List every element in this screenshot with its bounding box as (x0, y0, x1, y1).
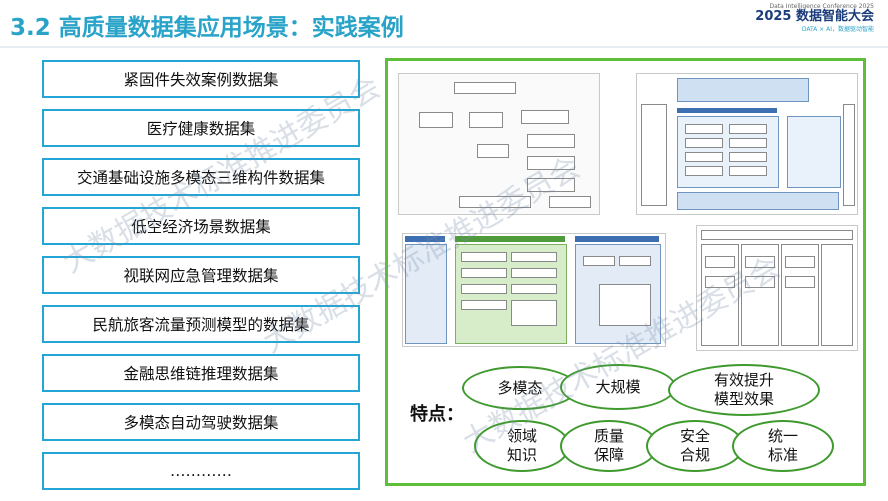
dataset-list: 紧固件失效案例数据集 医疗健康数据集 交通基础设施多模态三维构件数据集 低空经济… (42, 60, 360, 501)
feature-text: 有效提升 模型效果 (713, 371, 774, 408)
page-title: 3.2 高质量数据集应用场景：实践案例 (10, 15, 404, 41)
dataset-item: 低空经济场景数据集 (42, 207, 360, 245)
flow-diagram-thumbnail (398, 73, 600, 215)
dataset-item: 民航旅客流量预测模型的数据集 (42, 305, 360, 343)
feature-oval-security-compliance: 安全 合规 (646, 420, 744, 472)
dataset-item: 金融思维链推理数据集 (42, 354, 360, 392)
dataset-item: 视联网应急管理数据集 (42, 256, 360, 294)
conference-slogan: DATA × AI，数据驱动智能 (801, 26, 874, 33)
conference-title: 2025 数据智能大会 (755, 9, 874, 24)
title-divider (0, 46, 888, 48)
conference-logo: Data Intelligence Conference 2025 2025 数… (755, 3, 874, 33)
features-label: 特点： (410, 404, 464, 425)
feature-oval-model-improvement: 有效提升 模型效果 (668, 364, 820, 416)
feature-oval-domain-knowledge: 领域 知识 (474, 420, 570, 472)
dataset-item: 交通基础设施多模态三维构件数据集 (42, 158, 360, 196)
feature-oval-quality-assurance: 质量 保障 (560, 420, 658, 472)
dataset-item-more: ………… (42, 452, 360, 490)
feature-text: 质量 保障 (593, 427, 624, 464)
feature-text: 领域 知识 (506, 427, 537, 464)
dataset-item: 多模态自动驾驶数据集 (42, 403, 360, 441)
case-diagram-panel (385, 58, 866, 486)
process-thumbnail (402, 233, 666, 347)
feature-text: 安全 合规 (679, 427, 710, 464)
dataset-item: 紧固件失效案例数据集 (42, 60, 360, 98)
table-flow-thumbnail (696, 225, 858, 351)
feature-oval-large-scale: 大规模 (560, 364, 676, 410)
architecture-thumbnail (636, 73, 858, 215)
conference-small-text: Data Intelligence Conference 2025 (769, 3, 874, 10)
dataset-item: 医疗健康数据集 (42, 109, 360, 147)
feature-text: 统一 标准 (767, 427, 798, 464)
feature-oval-unified-standard: 统一 标准 (732, 420, 834, 472)
feature-oval-multimodal: 多模态 (462, 366, 578, 410)
